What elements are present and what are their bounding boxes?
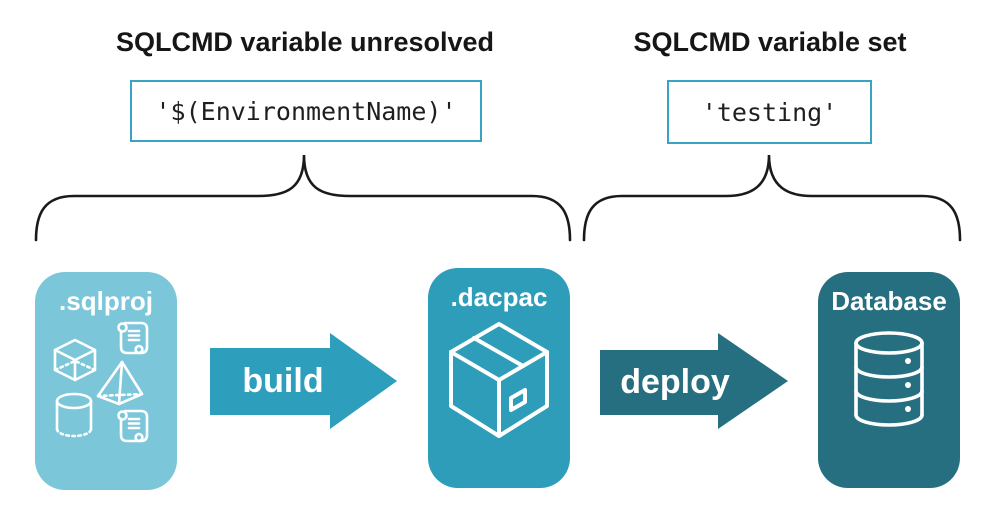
- code-box-testing-value: 'testing': [667, 80, 872, 144]
- node-database-label: Database: [831, 286, 947, 316]
- code-box-environment-variable: '$(EnvironmentName)': [130, 80, 482, 142]
- node-dacpac: .dacpac: [428, 268, 570, 488]
- node-sqlproj-label: .sqlproj: [59, 286, 153, 316]
- caption-title-unresolved: SQLCMD variable unresolved: [115, 27, 495, 57]
- cylinder-icon: [55, 392, 93, 438]
- right-brace: [582, 154, 962, 242]
- scroll-icon: [117, 321, 149, 355]
- node-sqlproj: .sqlproj: [35, 272, 177, 490]
- sql-objects-icon: [53, 321, 149, 443]
- code-text-environment-variable: '$(EnvironmentName)': [155, 96, 457, 126]
- pyramid-icon: [96, 360, 144, 406]
- scroll-icon: [117, 409, 149, 443]
- build-arrow-label: build: [242, 362, 324, 400]
- package-box-icon: [449, 322, 549, 438]
- cube-icon: [53, 338, 97, 382]
- deploy-arrow-label: deploy: [620, 363, 730, 401]
- node-dacpac-label: .dacpac: [450, 282, 548, 312]
- left-brace: [34, 154, 572, 242]
- code-text-testing-value: 'testing': [701, 97, 838, 127]
- database-cylinder-icon: [854, 331, 924, 427]
- node-database: Database: [818, 272, 960, 488]
- caption-title-set: SQLCMD variable set: [633, 27, 907, 57]
